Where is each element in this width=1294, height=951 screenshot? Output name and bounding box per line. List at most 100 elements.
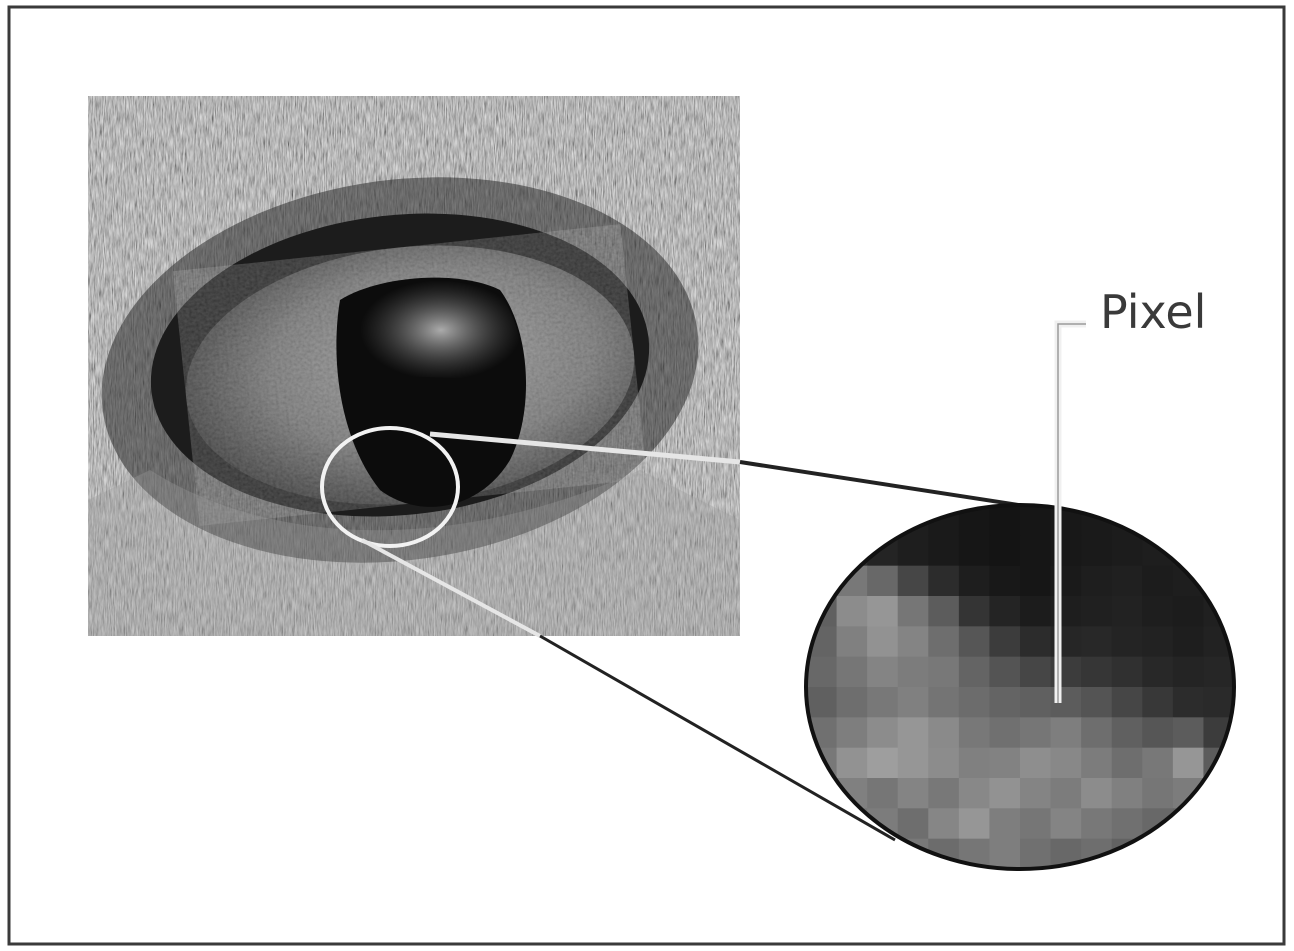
pixel-cell	[1081, 626, 1112, 657]
pixel-cell	[867, 596, 898, 627]
pixel-cell	[867, 657, 898, 688]
pixel-cell	[898, 596, 929, 627]
pixel-cell	[898, 748, 929, 779]
pixel-cell	[959, 778, 990, 809]
pixel-cell	[806, 687, 837, 718]
eye-highlight	[360, 280, 522, 380]
pixel-cell	[989, 535, 1020, 566]
pixel-cell	[1173, 596, 1204, 627]
pixel-cell	[1051, 748, 1082, 779]
pixel-cell	[1020, 808, 1051, 839]
pixel-cell	[989, 505, 1020, 536]
pixel-cell	[1112, 596, 1143, 627]
pixel-cell	[1081, 717, 1112, 748]
pixel-cell	[1020, 778, 1051, 809]
pixel-cell	[867, 748, 898, 779]
pixel-cell	[1142, 748, 1173, 779]
pixel-cell	[989, 778, 1020, 809]
pixel-cell	[989, 717, 1020, 748]
pixel-cell	[959, 566, 990, 597]
pixel-cell	[1112, 535, 1143, 566]
pixel-cell	[867, 626, 898, 657]
pixel-cell	[989, 657, 1020, 688]
pixel-cell	[1020, 535, 1051, 566]
pixel-cell	[928, 687, 959, 718]
pixel-cell	[1020, 626, 1051, 657]
pixel-cell	[989, 566, 1020, 597]
pixel-cell	[1081, 748, 1112, 779]
pixel-cell	[806, 657, 837, 688]
pixel-cell	[1020, 717, 1051, 748]
pixel-cell	[959, 717, 990, 748]
pixel-cell	[1142, 778, 1173, 809]
pixel-cell	[867, 566, 898, 597]
pixel-cell	[989, 687, 1020, 718]
pixel-cell	[898, 626, 929, 657]
pixel-cell	[959, 748, 990, 779]
pixel-cell	[867, 717, 898, 748]
pixel-cell	[1020, 566, 1051, 597]
pixel-cell	[837, 596, 868, 627]
pixel-cell	[837, 657, 868, 688]
eye-photograph	[76, 96, 740, 636]
pixel-cell	[1142, 626, 1173, 657]
pixel-cell	[1081, 687, 1112, 718]
pixel-cell	[867, 778, 898, 809]
pixel-cell	[898, 717, 929, 748]
pixel-cell	[1081, 566, 1112, 597]
pixel-cell	[1051, 808, 1082, 839]
pixel-cell	[1112, 778, 1143, 809]
pixel-cell	[1142, 657, 1173, 688]
pixel-cell	[1051, 778, 1082, 809]
pixel-cell	[959, 808, 990, 839]
pixel-cell	[1081, 535, 1112, 566]
pixel-cell	[989, 839, 1020, 870]
pixel-cell	[1020, 596, 1051, 627]
pixel-cell	[928, 808, 959, 839]
pixel-cell	[928, 657, 959, 688]
pixel-cell	[837, 687, 868, 718]
pixel-cell	[1142, 566, 1173, 597]
pixel-cell	[928, 596, 959, 627]
pixel-cell	[1112, 808, 1143, 839]
pixel-cell	[959, 657, 990, 688]
pixel-cell	[1112, 657, 1143, 688]
pixel-cell	[959, 687, 990, 718]
pixel-cell	[989, 808, 1020, 839]
pixel-cell	[1173, 687, 1204, 718]
pixel-cell	[1142, 596, 1173, 627]
pixel-cell	[928, 535, 959, 566]
pixel-cell	[989, 748, 1020, 779]
pixel-cell	[1020, 505, 1051, 536]
pixel-cell	[898, 657, 929, 688]
pixel-cell	[898, 687, 929, 718]
pixel-cell	[1112, 626, 1143, 657]
pixel-cell	[1020, 657, 1051, 688]
pixel-cell	[1112, 748, 1143, 779]
pixel-cell	[989, 596, 1020, 627]
pixel-cell	[1173, 626, 1204, 657]
pixel-cell	[898, 808, 929, 839]
pixel-cell	[989, 626, 1020, 657]
pixel-cell	[959, 596, 990, 627]
pixel-cell	[928, 566, 959, 597]
pixel-cell	[959, 626, 990, 657]
pixel-cell	[837, 748, 868, 779]
pixel-cell	[1081, 596, 1112, 627]
pixel-cell	[867, 687, 898, 718]
pixel-cell	[928, 626, 959, 657]
pixel-cell	[928, 778, 959, 809]
pixel-cell	[837, 717, 868, 748]
pixel-cell	[1173, 717, 1204, 748]
pixel-cell	[898, 778, 929, 809]
pixel-cell	[898, 535, 929, 566]
pixel-cell	[1020, 748, 1051, 779]
pixel-label: Pixel	[1100, 285, 1206, 339]
pixel-cell	[837, 626, 868, 657]
pixel-cell	[898, 566, 929, 597]
pixel-cell	[1081, 808, 1112, 839]
pixel-cell	[928, 717, 959, 748]
pixel-cell	[959, 535, 990, 566]
pixel-cell	[1081, 657, 1112, 688]
pixel-cell	[1020, 839, 1051, 870]
